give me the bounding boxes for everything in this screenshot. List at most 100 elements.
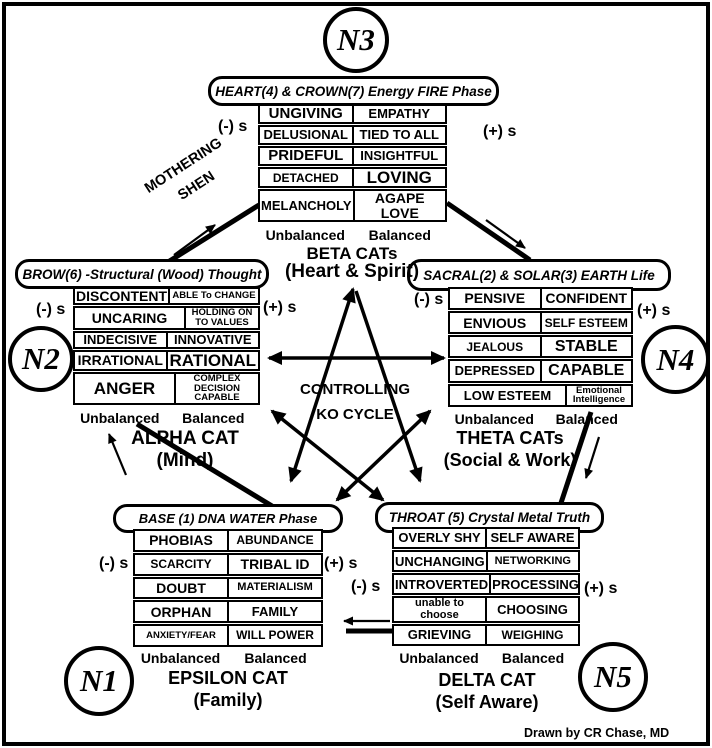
- node-n1-label: N1: [80, 663, 118, 698]
- table-row: UNCHANGING NETWORKING: [392, 550, 580, 573]
- table-row: PHOBIAS ABUNDANCE: [133, 529, 323, 552]
- cell-unbalanced: INTROVERTED: [394, 575, 492, 594]
- node-n3-label: N3: [337, 22, 375, 57]
- theta-neg-sign: (-) s: [414, 291, 444, 308]
- cell-unbalanced: DETACHED: [260, 169, 354, 187]
- ko-cycle-star: [267, 287, 446, 502]
- node-n5-label: N5: [594, 659, 632, 694]
- beta-neg-sign: (-) s: [218, 118, 248, 135]
- cell-balanced: MATERIALISM: [237, 581, 313, 594]
- delta-neg-sign: (-) s: [351, 578, 381, 595]
- delta-cat-subtitle: (Self Aware): [435, 692, 539, 712]
- table-row: DEPRESSED CAPABLE: [448, 359, 633, 383]
- cell-balanced: LOVING: [366, 168, 432, 188]
- ko-cycle-line1: CONTROLLING: [300, 381, 410, 398]
- cell-unbalanced: LOW ESTEEM: [450, 385, 567, 405]
- cell-balanced: STABLE: [554, 337, 618, 355]
- cell-unbalanced: INDECISIVE: [75, 332, 168, 347]
- alpha-cat-title: ALPHA CAT: [131, 428, 239, 449]
- cell-unbalanced: PRIDEFUL: [260, 148, 354, 165]
- cell-balanced: ABUNDANCE: [236, 533, 314, 548]
- cell-balanced: SELF ESTEEM: [544, 315, 628, 330]
- cell-balanced: HOLDING ON TO VALUES: [191, 307, 253, 328]
- cell-balanced: CAPABLE: [548, 361, 625, 379]
- table-row: DOUBT MATERIALISM: [133, 576, 323, 600]
- alpha-pos-sign: (+) s: [263, 299, 297, 316]
- cell-unbalanced: DEPRESSED: [450, 361, 542, 381]
- cell-unbalanced: ORPHAN: [135, 602, 229, 622]
- node-n2-label: N2: [22, 341, 60, 376]
- table-row: ORPHAN FAMILY: [133, 600, 323, 624]
- cell-unbalanced: unable to choose: [394, 598, 487, 621]
- epsilon-balance-labels: Unbalanced Balanced: [133, 650, 323, 666]
- epsilon-cat-subtitle: (Family): [193, 690, 263, 710]
- table-row: DETACHED LOVING: [258, 167, 447, 189]
- cell-unbalanced: DELUSIONAL: [260, 127, 354, 144]
- delta-cat-title: DELTA CAT: [438, 670, 536, 690]
- cell-balanced: INSIGHTFUL: [360, 148, 439, 164]
- node-n5: N5: [578, 642, 648, 712]
- pill-sacral-solar: SACRAL(2) & SOLAR(3) EARTH Life: [407, 259, 671, 291]
- unbalanced-label: Unbalanced: [80, 410, 160, 426]
- cell-balanced: RATIONAL: [169, 350, 257, 370]
- node-n2: N2: [8, 326, 74, 392]
- cell-unbalanced: MELANCHOLY: [260, 191, 355, 220]
- node-n4-label: N4: [656, 341, 695, 377]
- cell-balanced: NETWORKING: [494, 554, 571, 567]
- balanced-label: Balanced: [501, 650, 565, 666]
- cell-unbalanced: GRIEVING: [394, 625, 487, 644]
- cell-balanced: Emotional Intelligence: [572, 384, 626, 406]
- theta-cat-title: THETA CATs: [456, 428, 564, 448]
- pill-heart-crown: HEART(4) & CROWN(7) Energy FIRE Phase: [208, 76, 499, 106]
- alpha-balance-labels: Unbalanced Balanced: [73, 410, 260, 426]
- cell-balanced: SELF AWARE: [490, 530, 575, 546]
- unbalanced-label: Unbalanced: [454, 411, 534, 427]
- cell-unbalanced: UNCHANGING: [394, 552, 488, 571]
- cell-unbalanced: SCARCITY: [135, 554, 229, 574]
- cell-balanced: ABLE To CHANGE: [172, 290, 256, 302]
- cell-balanced: EMPATHY: [368, 106, 431, 122]
- theta-pos-sign: (+) s: [637, 302, 671, 319]
- unbalanced-label: Unbalanced: [140, 650, 221, 666]
- cell-unbalanced: PHOBIAS: [135, 531, 229, 550]
- table-row: SCARCITY TRIBAL ID: [133, 552, 323, 576]
- cell-balanced: INNOVATIVE: [173, 332, 252, 347]
- cell-unbalanced: DOUBT: [135, 578, 229, 598]
- epsilon-pos-sign: (+) s: [324, 555, 358, 572]
- balanced-label: Balanced: [244, 650, 307, 666]
- table-row: MELANCHOLY AGAPE LOVE: [258, 189, 447, 222]
- epsilon-table: PHOBIAS ABUNDANCE SCARCITY TRIBAL ID DOUBT…: [133, 529, 323, 647]
- cell-balanced: TRIBAL ID: [240, 556, 310, 573]
- cell-balanced: PROCESSING: [492, 576, 579, 592]
- cell-balanced: TIED TO ALL: [359, 127, 439, 143]
- cell-unbalanced: ENVIOUS: [450, 313, 542, 333]
- cell-balanced: FAMILY: [251, 604, 299, 620]
- cell-balanced: AGAPE LOVE: [374, 190, 425, 221]
- balanced-label: Balanced: [182, 410, 245, 426]
- ko-cycle-line2: KO CYCLE: [316, 406, 394, 423]
- cell-unbalanced: UNCARING: [75, 308, 186, 328]
- beta-cat-title: BETA CATs: [306, 244, 398, 263]
- alpha-cat-subtitle: (Mind): [156, 450, 214, 471]
- delta-pos-sign: (+) s: [584, 580, 618, 597]
- beta-pos-sign: (+) s: [483, 123, 517, 140]
